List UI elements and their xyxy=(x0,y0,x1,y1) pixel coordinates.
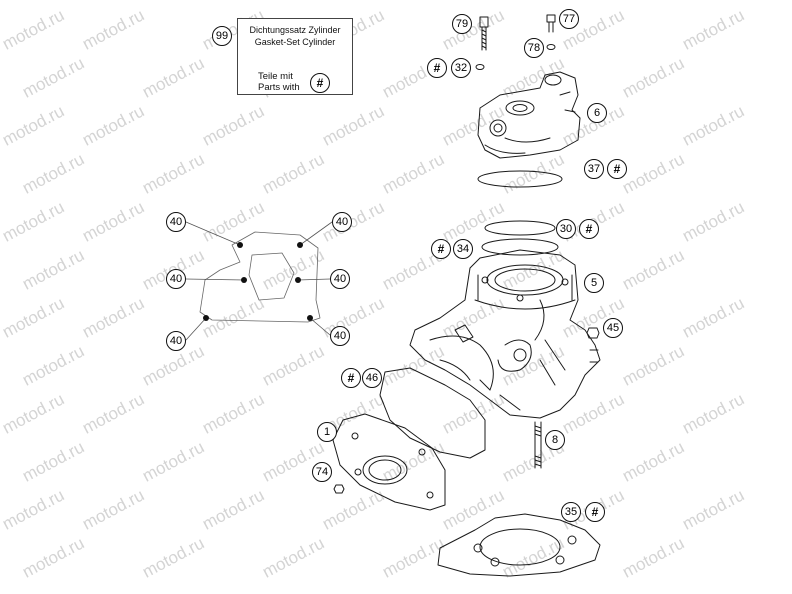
hash-46: # xyxy=(341,368,361,388)
cylinder-o-ring-lower xyxy=(481,238,559,256)
callout-32: 32 xyxy=(451,58,471,78)
callout-40-mid-left: 40 xyxy=(166,269,186,289)
washer xyxy=(475,64,485,70)
callout-45: 45 xyxy=(603,318,623,338)
callout-40-mid-right: 40 xyxy=(330,269,350,289)
callout-37: 37 xyxy=(584,159,604,179)
callout-35: 35 xyxy=(561,502,581,522)
leader-lines xyxy=(185,221,333,341)
screw-74 xyxy=(333,484,345,494)
callout-99: 99 xyxy=(212,26,232,46)
hash-35: # xyxy=(585,502,605,522)
sealing-ring xyxy=(546,44,556,50)
cylinder-o-ring xyxy=(484,220,556,236)
gasket-set-label: Dichtungssatz Zylinder Gasket-Set Cylind… xyxy=(237,18,353,95)
callout-34: 34 xyxy=(453,239,473,259)
base-gasket xyxy=(437,513,601,577)
callout-79: 79 xyxy=(452,14,472,34)
callout-77: 77 xyxy=(559,9,579,29)
callout-5: 5 xyxy=(584,273,604,293)
stud xyxy=(546,14,556,33)
callout-40-bottom-left: 40 xyxy=(166,331,186,351)
head-o-ring xyxy=(477,170,563,188)
hash-32: # xyxy=(427,58,447,78)
callout-6: 6 xyxy=(587,103,607,123)
callout-40-top-right: 40 xyxy=(332,212,352,232)
exhaust-flange xyxy=(332,413,446,511)
teile-mit-label: Teile mit xyxy=(258,71,293,82)
gasket-set-symbol: # xyxy=(310,73,330,93)
cover-gasket-outline xyxy=(199,231,321,323)
head-bolt xyxy=(479,16,489,51)
callout-46: 46 xyxy=(362,368,382,388)
callout-8: 8 xyxy=(545,430,565,450)
hash-30: # xyxy=(579,219,599,239)
gasket-set-title-de: Dichtungssatz Zylinder xyxy=(249,25,341,35)
callout-1: 1 xyxy=(317,422,337,442)
parts-with-label: Parts with xyxy=(258,82,300,93)
callout-40-bottom-right: 40 xyxy=(330,326,350,346)
cylinder-drawing xyxy=(409,249,601,419)
callout-74: 74 xyxy=(312,462,332,482)
gasket-set-title-en: Gasket-Set Cylinder xyxy=(254,37,336,47)
screw-points xyxy=(203,242,313,321)
hash-34: # xyxy=(431,239,451,259)
cylinder-bolt-45 xyxy=(586,327,600,339)
stud-8 xyxy=(534,421,542,469)
exhaust-gasket-46 xyxy=(379,367,486,459)
callout-40-top-left: 40 xyxy=(166,212,186,232)
callout-30: 30 xyxy=(556,219,576,239)
callout-78: 78 xyxy=(524,38,544,58)
hash-37: # xyxy=(607,159,627,179)
cylinder-head-drawing xyxy=(477,71,581,159)
